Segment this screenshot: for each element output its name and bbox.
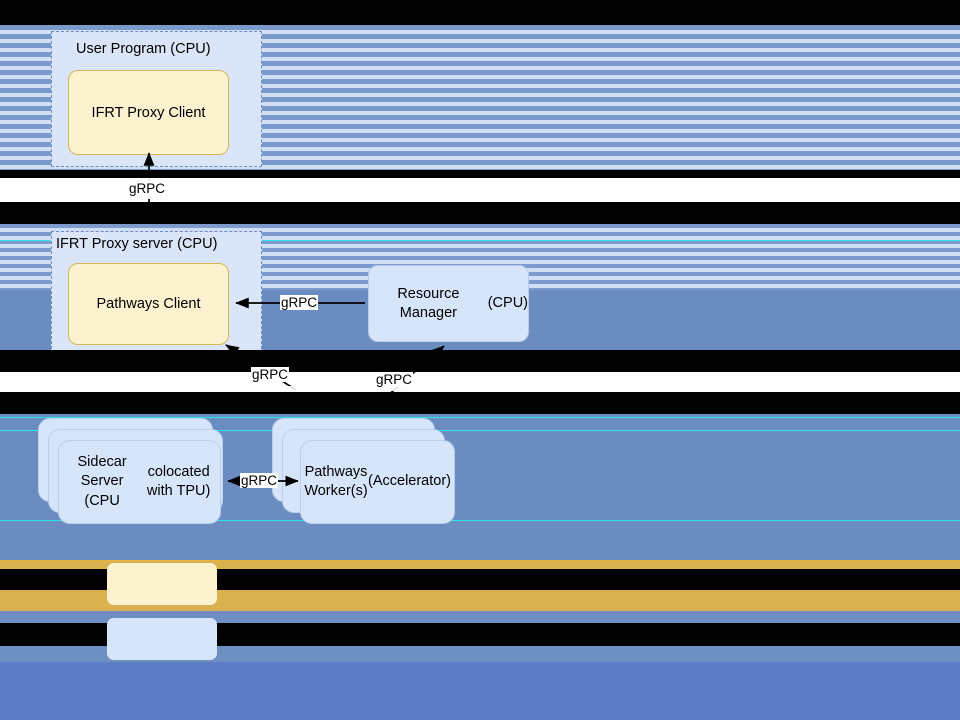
legend-swatch-blue-top	[107, 618, 217, 660]
edge-label-sidecar-to-pathways-client-top: gRPC	[251, 367, 290, 382]
glitch-line-cyan	[0, 240, 960, 241]
node-sidecar-server-line1: Sidecar Server (CPU	[77, 454, 127, 509]
legend-swatch-yellow-top	[107, 563, 217, 605]
glitch-line-gold	[0, 560, 960, 561]
glitch-line-violet	[0, 612, 960, 613]
glitch-overlay-black	[0, 202, 960, 224]
glitch-overlay-white	[0, 374, 960, 380]
node-resource-manager-line1: Resource Manager	[397, 285, 460, 321]
glitch-band-solid	[0, 646, 960, 662]
glitch-overlay-black	[0, 392, 960, 414]
glitch-band-gold	[0, 561, 960, 569]
node-sidecar-server-line2: colocated with TPU)	[146, 463, 211, 499]
node-pathways-worker[interactable]: Pathways Worker(s) (Accelerator)	[300, 440, 455, 524]
glitch-band-solid	[0, 611, 960, 623]
glitch-overlay-white	[0, 178, 960, 186]
glitch-overlay-white	[0, 193, 960, 199]
glitch-band-gold	[0, 590, 960, 611]
glitch-overlay-white	[0, 386, 960, 391]
node-ifrt-proxy-client[interactable]: IFRT Proxy Client	[68, 70, 229, 155]
edge-label-sidecar-to-worker: gRPC	[240, 473, 279, 488]
glitch-overlay-black	[0, 0, 960, 25]
node-resource-manager-line2: (CPU)	[487, 295, 528, 312]
edge-label-rm-to-pathways-client: gRPC	[280, 295, 319, 310]
glitch-overlay-black	[0, 623, 960, 646]
node-pathways-worker-line2: (Accelerator)	[368, 473, 451, 490]
glitch-line-cyan	[0, 520, 960, 521]
glitch-overlay-black	[0, 170, 960, 178]
glitch-overlay-black	[0, 569, 960, 590]
node-resource-manager[interactable]: Resource Manager (CPU)	[368, 265, 529, 342]
node-user-program-label: User Program (CPU)	[76, 41, 211, 57]
edge-label-client-to-server-top: gRPC	[128, 181, 167, 196]
glitch-overlay-black	[0, 350, 960, 372]
node-ifrt-proxy-server-label: IFRT Proxy server (CPU)	[56, 236, 218, 252]
glitch-line-cyan	[0, 430, 960, 431]
node-sidecar-server[interactable]: Sidecar Server (CPU colocated with TPU)	[58, 440, 221, 524]
node-pathways-client[interactable]: Pathways Client	[68, 263, 229, 345]
node-pathways-worker-line1: Pathways Worker(s)	[304, 463, 368, 499]
edge-label-worker-to-rm-top: gRPC	[375, 372, 414, 387]
glitch-line-cyan	[0, 417, 960, 418]
glitch-band-bottom	[0, 662, 960, 720]
